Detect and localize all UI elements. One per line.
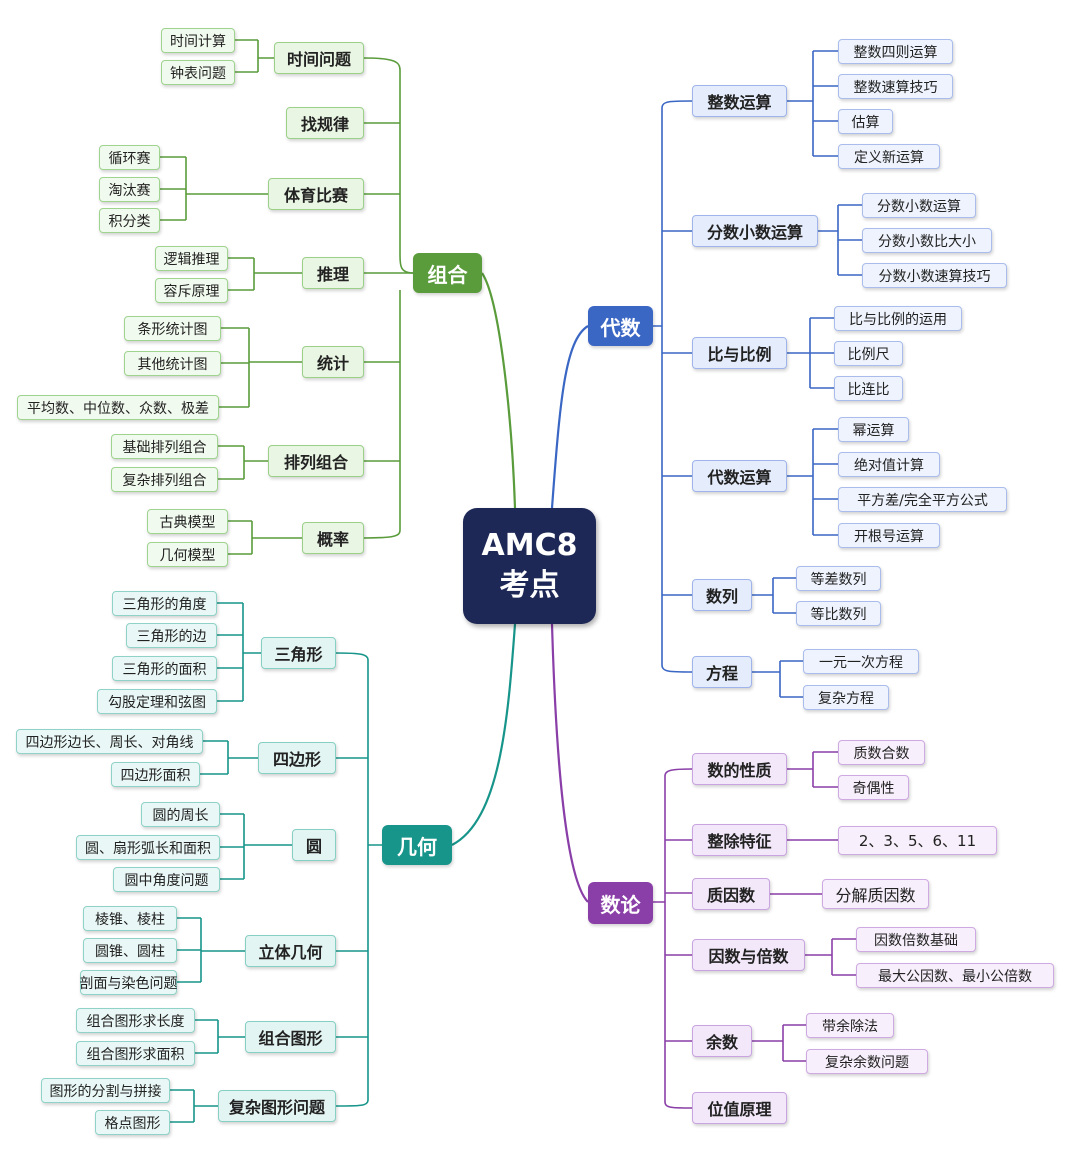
node-linear-eq[interactable]: 一元一次方程 <box>803 649 919 674</box>
node-remainder[interactable]: 余数 <box>692 1025 752 1057</box>
node-gcd-lcm[interactable]: 最大公因数、最小公倍数 <box>856 963 1054 988</box>
node-circle-angle[interactable]: 圆中角度问题 <box>113 867 220 892</box>
node-knockout[interactable]: 淘汰赛 <box>99 177 160 202</box>
node-sports[interactable]: 体育比赛 <box>268 178 364 210</box>
node-division-remainder[interactable]: 带余除法 <box>806 1013 894 1038</box>
node-classical-model[interactable]: 古典模型 <box>147 509 228 534</box>
node-time-calc[interactable]: 时间计算 <box>161 28 235 53</box>
node-geometric-seq[interactable]: 等比数列 <box>796 601 881 626</box>
node-round-robin[interactable]: 循环赛 <box>99 145 160 170</box>
node-estimate[interactable]: 估算 <box>838 109 893 134</box>
node-pyramid-prism[interactable]: 棱锥、棱柱 <box>83 906 177 931</box>
node-int-four-ops[interactable]: 整数四则运算 <box>838 39 953 64</box>
node-ratio[interactable]: 比与比例 <box>692 337 787 369</box>
node-divisibility[interactable]: 整除特征 <box>692 824 787 856</box>
node-number-theory[interactable]: 数论 <box>588 882 653 924</box>
node-frac-ops[interactable]: 分数小数运算 <box>862 193 976 218</box>
number-lines <box>653 751 856 1109</box>
node-ratio-use[interactable]: 比与比例的运用 <box>834 306 962 331</box>
node-time[interactable]: 时间问题 <box>274 42 364 74</box>
node-complex-perm[interactable]: 复杂排列组合 <box>111 467 218 492</box>
branch-line-number <box>550 623 589 903</box>
node-composite[interactable]: 组合图形 <box>245 1021 336 1053</box>
node-pattern[interactable]: 找规律 <box>286 107 364 139</box>
node-quad-area[interactable]: 四边形面积 <box>111 762 200 787</box>
node-probability[interactable]: 概率 <box>302 522 364 554</box>
node-int-speed[interactable]: 整数速算技巧 <box>838 74 953 99</box>
node-complex-remainder[interactable]: 复杂余数问题 <box>806 1049 928 1074</box>
node-frac-speed[interactable]: 分数小数速算技巧 <box>862 263 1007 288</box>
node-place-value[interactable]: 位值原理 <box>692 1092 787 1124</box>
algebra-lines <box>653 50 862 698</box>
node-algebra-ops[interactable]: 代数运算 <box>692 460 787 492</box>
node-quadrilateral[interactable]: 四边形 <box>258 742 336 774</box>
node-cone-cylinder[interactable]: 圆锥、圆柱 <box>83 938 177 963</box>
node-triangle[interactable]: 三角形 <box>261 637 336 669</box>
node-statistics[interactable]: 统计 <box>302 346 364 378</box>
node-section-coloring[interactable]: 剖面与染色问题 <box>80 970 178 995</box>
node-prime-factor[interactable]: 质因数 <box>692 878 770 910</box>
node-number-props[interactable]: 数的性质 <box>692 753 787 785</box>
node-sector[interactable]: 圆、扇形弧长和面积 <box>76 835 220 860</box>
center-subtitle: 考点 <box>499 568 560 603</box>
node-reasoning[interactable]: 推理 <box>302 257 364 289</box>
node-tri-angle[interactable]: 三角形的角度 <box>112 591 217 616</box>
node-algebra[interactable]: 代数 <box>588 306 653 346</box>
node-combo[interactable]: 组合 <box>413 253 482 293</box>
branch-line-combo <box>481 272 517 509</box>
node-dissection[interactable]: 图形的分割与拼接 <box>41 1078 170 1103</box>
center-topic: AMC8 考点 <box>463 508 596 624</box>
node-logic[interactable]: 逻辑推理 <box>155 246 228 271</box>
node-other-charts[interactable]: 其他统计图 <box>124 351 221 376</box>
node-tri-area[interactable]: 三角形的面积 <box>112 656 217 681</box>
node-lattice[interactable]: 格点图形 <box>95 1110 170 1135</box>
node-tri-side[interactable]: 三角形的边 <box>126 623 217 648</box>
node-factors-multiples[interactable]: 因数与倍数 <box>692 939 805 971</box>
node-fraction-ops[interactable]: 分数小数运算 <box>692 215 818 247</box>
node-factor-basics[interactable]: 因数倍数基础 <box>856 927 976 952</box>
node-circumference[interactable]: 圆的周长 <box>141 802 220 827</box>
node-complex-shapes[interactable]: 复杂图形问题 <box>218 1090 336 1122</box>
node-quad-sides[interactable]: 四边形边长、周长、对角线 <box>16 729 203 754</box>
node-geometry[interactable]: 几何 <box>382 825 452 865</box>
node-square-root[interactable]: 开根号运算 <box>838 523 940 548</box>
node-prime-composite[interactable]: 质数合数 <box>838 740 925 765</box>
node-permutations[interactable]: 排列组合 <box>268 445 364 477</box>
branch-line-geometry <box>451 623 517 846</box>
node-factorize[interactable]: 分解质因数 <box>822 879 929 909</box>
node-inclusion-exclusion[interactable]: 容斥原理 <box>155 278 228 303</box>
branch-line-algebra <box>550 325 589 509</box>
node-basic-perm[interactable]: 基础排列组合 <box>111 434 218 459</box>
node-new-ops[interactable]: 定义新运算 <box>838 144 940 169</box>
node-clock[interactable]: 钟表问题 <box>161 60 235 85</box>
node-geometric-model[interactable]: 几何模型 <box>147 542 228 567</box>
node-composite-length[interactable]: 组合图形求长度 <box>76 1008 195 1033</box>
center-title: AMC8 <box>481 528 578 563</box>
node-divisibility-values[interactable]: 2、3、5、6、11 <box>838 826 997 855</box>
node-square-formula[interactable]: 平方差/完全平方公式 <box>838 487 1007 512</box>
geometry-lines <box>170 602 382 1123</box>
node-power[interactable]: 幂运算 <box>838 417 909 442</box>
node-bar-chart[interactable]: 条形统计图 <box>124 316 221 341</box>
node-circle[interactable]: 圆 <box>292 829 336 861</box>
node-sequence[interactable]: 数列 <box>692 579 752 611</box>
node-absolute[interactable]: 绝对值计算 <box>838 452 940 477</box>
node-equation[interactable]: 方程 <box>692 656 752 688</box>
node-points[interactable]: 积分类 <box>99 208 160 233</box>
node-integer-ops[interactable]: 整数运算 <box>692 85 787 117</box>
node-pythagoras[interactable]: 勾股定理和弦图 <box>97 689 217 714</box>
node-scale[interactable]: 比例尺 <box>834 341 903 366</box>
node-complex-eq[interactable]: 复杂方程 <box>803 685 889 710</box>
node-solid[interactable]: 立体几何 <box>245 935 336 967</box>
node-parity[interactable]: 奇偶性 <box>838 775 909 800</box>
node-averages[interactable]: 平均数、中位数、众数、极差 <box>17 395 219 420</box>
node-composite-area[interactable]: 组合图形求面积 <box>76 1041 195 1066</box>
combo-lines <box>160 39 414 555</box>
node-frac-compare[interactable]: 分数小数比大小 <box>862 228 992 253</box>
node-arithmetic-seq[interactable]: 等差数列 <box>796 566 881 591</box>
node-chain-ratio[interactable]: 比连比 <box>834 376 903 401</box>
